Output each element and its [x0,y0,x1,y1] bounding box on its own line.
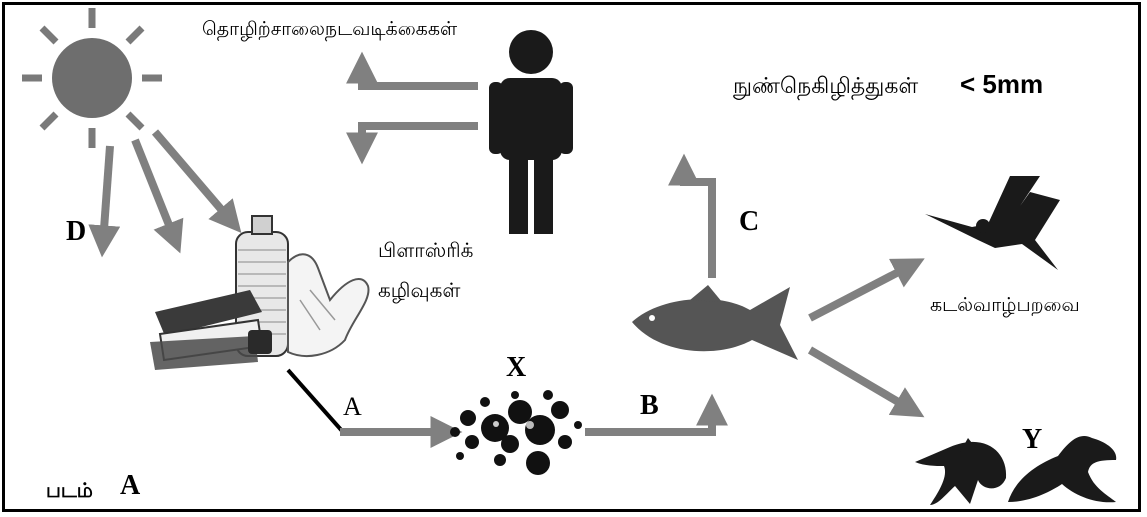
arrow-to-marine-animals [810,350,912,410]
microplastics-label: நுண்நெகிழித்துகள் [733,74,918,102]
arrow-to-seabird [810,265,912,318]
fish-icon [632,285,798,360]
figure-caption-prefix: படம் [46,478,93,505]
sun-icon [22,8,162,148]
size-limit-label: < 5mm [960,69,1043,100]
plastic-bag-icon [288,254,369,356]
dolphin-icon [915,438,1006,505]
letter-c-label: C [739,206,759,238]
plastic-waste-label-line1: பிளாஸ்ரிக் [378,238,473,265]
person-icon [489,30,573,234]
seabird-label: கடல்வாழ்பறவை [930,294,1080,319]
letter-x-label: X [506,352,526,384]
arrow-to-industry [362,66,478,86]
letter-b-label: B [640,390,659,422]
letter-y-label: Y [1022,424,1042,456]
sun-ray-arrow-1 [103,146,110,243]
figure-caption-letter: A [120,470,140,502]
microplastic-particles-icon [450,390,582,475]
plastic-waste-label-line2: கழிவுகள் [378,278,460,305]
sun-ray-arrow-2 [135,140,175,240]
waste-connector-line [288,370,343,432]
arrow-from-industry [362,126,478,150]
letter-a-label: A [343,392,362,422]
seabird-icon [925,176,1060,270]
letter-d-label: D [66,216,86,248]
sunlight-arrows [103,132,232,243]
industrial-arrows [362,66,478,150]
industrial-activities-label: தொழிற்சாலைநடவடிக்கைகள் [202,18,457,43]
arrow-c [684,168,712,278]
